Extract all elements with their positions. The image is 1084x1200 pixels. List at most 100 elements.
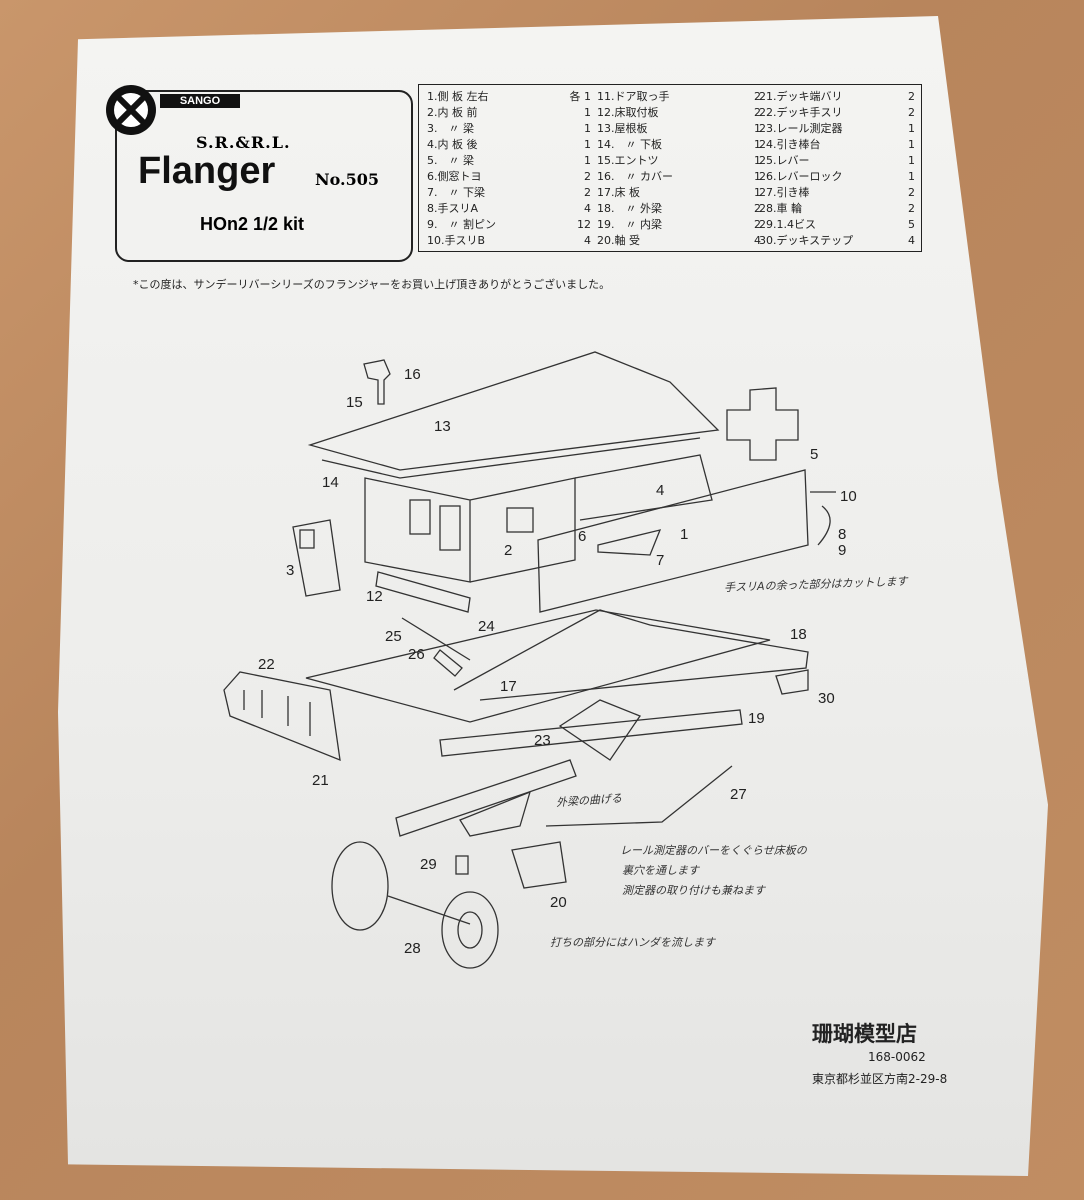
deck-end-beam [395, 759, 577, 837]
cab-rear-wall [574, 454, 713, 521]
instruction-sheet [58, 16, 1048, 1176]
callout-number: 5 [810, 446, 819, 463]
callout-number: 28 [404, 940, 421, 957]
inner-beam [439, 709, 743, 757]
note-rail-gauge: 測定器の取り付けも兼ねます [622, 884, 765, 897]
brand-label: SANGO [160, 94, 240, 108]
callout-number: 10 [840, 488, 857, 505]
outer-beam [453, 609, 809, 701]
window-pane [299, 529, 315, 549]
pull-rod [545, 765, 733, 827]
truss [459, 790, 532, 837]
callout-number: 6 [578, 528, 587, 545]
chimney-part [363, 359, 391, 405]
series-title: S.R.&R.L. [196, 133, 291, 152]
title-box [115, 90, 413, 262]
screw [455, 855, 469, 875]
callout-number: 16 [404, 366, 421, 383]
part-row: 1.側 板 左右各 1 [427, 90, 591, 103]
side-panel-opening [597, 529, 662, 556]
side-panel [537, 469, 809, 613]
callout-number: 23 [534, 732, 551, 749]
floor-plate [305, 609, 771, 723]
callout-number: 3 [286, 562, 295, 579]
axle [387, 895, 471, 925]
cab-door-frame [409, 499, 431, 535]
window-frame-left [292, 519, 341, 597]
handrail [810, 491, 836, 546]
callout-number: 30 [818, 690, 835, 707]
address: 東京都杉並区方南2-29-8 [812, 1072, 948, 1086]
cab-window [506, 507, 534, 533]
cab-door [439, 505, 461, 551]
postal-code: 168-0062 [868, 1050, 926, 1064]
scale-label: HOn2 1/2 kit [200, 214, 305, 234]
roof-panel [307, 351, 720, 471]
callout-number: 18 [790, 626, 807, 643]
callout-number: 19 [748, 710, 765, 727]
callout-number: 7 [656, 552, 665, 569]
wheel-left [331, 841, 389, 931]
window-frame-right [726, 387, 799, 461]
callout-number: 26 [408, 646, 425, 663]
deck-step [775, 669, 809, 695]
model-title: Flanger [138, 150, 276, 192]
callout-number: 14 [322, 474, 339, 491]
callout-number: 4 [656, 482, 665, 499]
callout-number: 24 [478, 618, 495, 635]
callout-number: 12 [366, 588, 383, 605]
callout-number: 22 [258, 656, 275, 673]
model-number: No.505 [315, 170, 379, 189]
axle-bearing [511, 841, 567, 889]
floor-mount-plate [375, 571, 471, 613]
sango-logo-icon [106, 85, 156, 135]
wheel-hub [457, 911, 483, 949]
lever [401, 617, 471, 677]
cab-inner-wall [469, 477, 576, 583]
deck-handrail [223, 671, 341, 762]
maker-name: 珊瑚模型店 [812, 1022, 917, 1046]
callout-number: 9 [838, 542, 847, 559]
callout-number: 17 [500, 678, 517, 695]
roof-underside [321, 437, 701, 479]
note-rail-gauge: 裏穴を通します [622, 864, 699, 877]
callout-number: 13 [434, 418, 451, 435]
wheel-right [441, 891, 499, 969]
callout-number: 20 [550, 894, 567, 911]
cab-front-wall [364, 477, 471, 583]
intro-text: *この度は、サンデーリバーシリーズのフランジャーをお買い上げ頂きありがとうござい… [133, 278, 611, 291]
callout-number: 27 [730, 786, 747, 803]
callout-number: 25 [385, 628, 402, 645]
callout-number: 1 [680, 526, 689, 543]
rail-gauge [558, 699, 641, 761]
